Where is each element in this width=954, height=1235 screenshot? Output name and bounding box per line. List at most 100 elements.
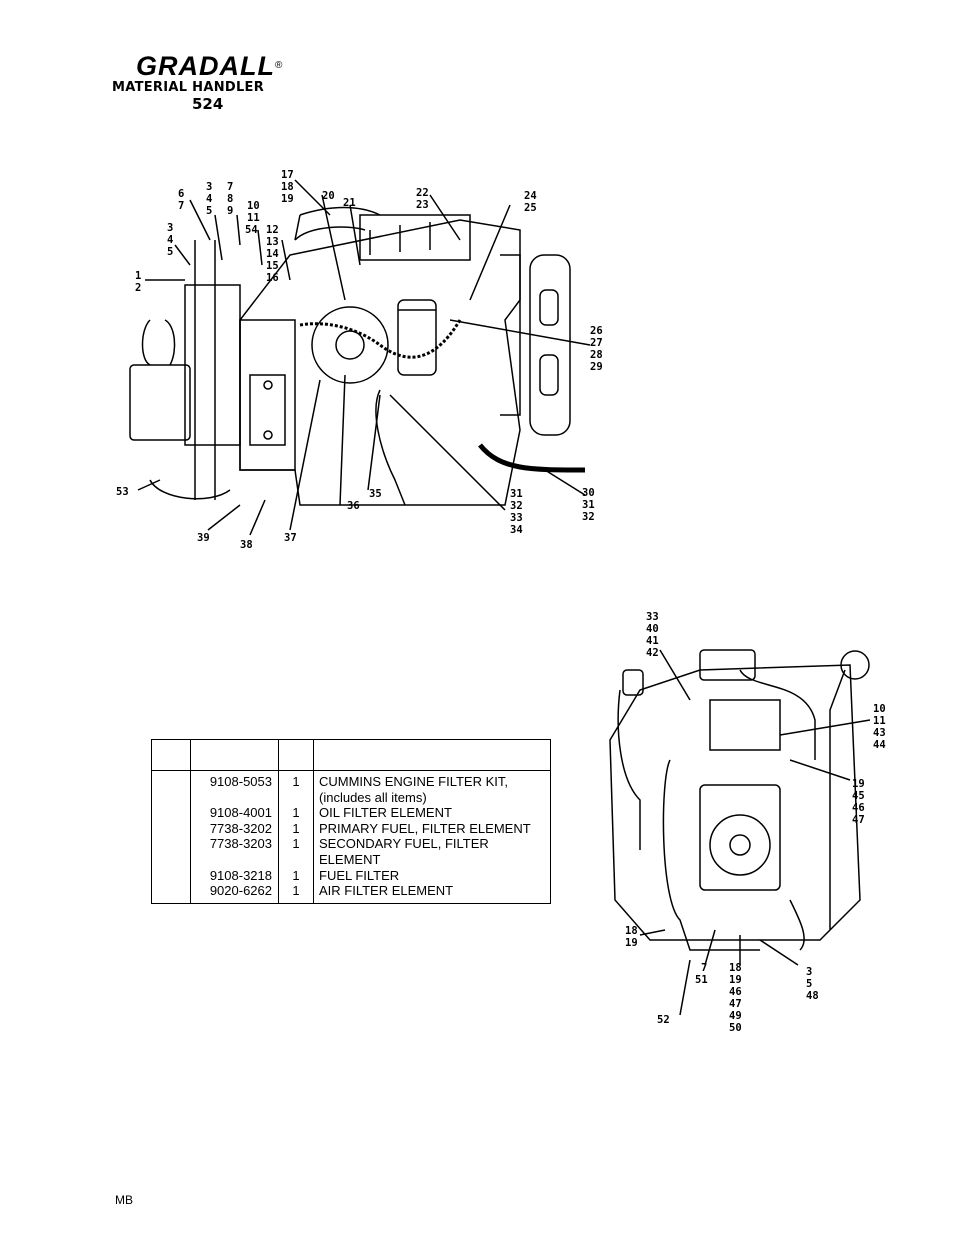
svg-text:44: 44 — [873, 739, 886, 751]
header-description — [313, 739, 551, 771]
svg-text:27: 27 — [590, 337, 603, 349]
description: SECONDARY FUEL, FILTER — [319, 836, 489, 852]
callout-10-11-54: 10 — [247, 200, 260, 212]
svg-text:5: 5 — [167, 246, 173, 258]
callout-19-45-46-47: 19 — [852, 778, 865, 790]
part-number — [191, 790, 272, 806]
svg-text:19: 19 — [281, 193, 294, 205]
callout-26-29: 26 — [590, 325, 603, 337]
part-number — [191, 852, 272, 868]
description: ELEMENT — [319, 851, 381, 867]
svg-text:7: 7 — [178, 200, 184, 212]
svg-text:11: 11 — [873, 715, 886, 727]
callout-21: 21 — [343, 197, 356, 209]
svg-text:33: 33 — [510, 512, 523, 524]
svg-text:2: 2 — [135, 282, 141, 294]
svg-text:14: 14 — [266, 248, 279, 260]
callout-3-4-5: 3 — [206, 181, 212, 193]
footer-code: MB — [115, 1193, 133, 1207]
callout-3-5-48: 3 — [806, 966, 812, 978]
svg-text:40: 40 — [646, 623, 659, 635]
svg-text:32: 32 — [510, 500, 523, 512]
svg-text:32: 32 — [582, 511, 595, 523]
quantity: 1 — [292, 805, 300, 821]
svg-text:29: 29 — [590, 361, 603, 373]
quantity: 1 — [292, 820, 300, 836]
svg-text:46: 46 — [852, 802, 865, 814]
model-number: 524 — [192, 95, 224, 113]
brand-name: GRADALL® — [136, 51, 284, 81]
svg-text:49: 49 — [729, 1010, 742, 1022]
svg-text:19: 19 — [625, 937, 638, 949]
callout-36: 36 — [347, 500, 360, 512]
svg-text:11: 11 — [247, 212, 260, 224]
svg-text:19: 19 — [729, 974, 742, 986]
svg-text:15: 15 — [266, 260, 279, 272]
part-number: 9108-4001 — [209, 805, 272, 821]
svg-text:25: 25 — [524, 202, 537, 214]
callout-7-51: 7 — [701, 962, 707, 974]
callout-33-40-41-42: 33 — [646, 611, 659, 623]
svg-text:42: 42 — [646, 647, 659, 659]
callout-39: 39 — [197, 532, 210, 544]
svg-text:51: 51 — [695, 974, 708, 986]
quantity — [279, 790, 313, 806]
svg-text:43: 43 — [873, 727, 886, 739]
description: CUMMINS ENGINE FILTER KIT, — [319, 774, 508, 789]
callout-53: 53 — [116, 486, 129, 498]
svg-text:54: 54 — [245, 224, 258, 236]
svg-text:23: 23 — [416, 199, 429, 211]
svg-text:34: 34 — [510, 524, 523, 536]
quantity: 1 — [292, 836, 300, 852]
svg-text:5: 5 — [206, 205, 212, 217]
description: (includes all items) — [319, 789, 427, 805]
callout-18-19: 18 — [625, 925, 638, 937]
callout-3-4-5-lower: 3 — [167, 222, 173, 234]
callout-20: 20 — [322, 190, 335, 202]
svg-text:16: 16 — [266, 272, 279, 284]
callout-12-16: 12 — [266, 224, 279, 236]
part-number: 7738-3203 — [209, 836, 272, 852]
header-qty — [278, 739, 314, 771]
part-number: 9108-3218 — [209, 867, 272, 883]
callout-52: 52 — [657, 1014, 670, 1026]
svg-text:28: 28 — [590, 349, 603, 361]
svg-text:4: 4 — [167, 234, 173, 246]
part-number: 9108-5053 — [209, 774, 272, 789]
callout-18-50: 18 — [729, 962, 742, 974]
part-number: 7738-3202 — [209, 820, 272, 836]
table-row: 9108-5053 9108-4001 7738-3202 7738-3203 … — [151, 770, 551, 904]
product-line: MATERIAL HANDLER — [112, 80, 265, 95]
callout-7-8-9: 7 — [227, 181, 233, 193]
part-number: 9020-6262 — [209, 883, 272, 899]
callout-6-7: 6 — [178, 188, 184, 200]
callout-37: 37 — [284, 532, 297, 544]
callout-35: 35 — [369, 488, 382, 500]
svg-text:47: 47 — [852, 814, 865, 826]
callout-1-2: 1 — [135, 270, 141, 282]
svg-text:9: 9 — [227, 205, 233, 217]
svg-text:4: 4 — [206, 193, 212, 205]
svg-text:48: 48 — [806, 990, 819, 1002]
table-header-row — [151, 739, 551, 771]
description: AIR FILTER ELEMENT — [319, 883, 454, 899]
callout-17-18-19: 17 — [281, 169, 294, 181]
svg-text:8: 8 — [227, 193, 233, 205]
svg-text:31: 31 — [582, 499, 595, 511]
svg-text:45: 45 — [852, 790, 865, 802]
quantity — [279, 852, 313, 868]
description: FUEL FILTER — [319, 867, 400, 883]
callout-38: 38 — [240, 539, 253, 551]
header-item — [151, 739, 191, 771]
callout-22-23: 22 — [416, 187, 429, 199]
quantity: 1 — [292, 867, 300, 883]
description: PRIMARY FUEL, FILTER ELEMENT — [319, 820, 531, 836]
description: OIL FILTER ELEMENT — [319, 805, 452, 821]
header-part-number — [190, 739, 279, 771]
callout-10-11-43-44: 10 — [873, 703, 886, 715]
svg-text:5: 5 — [806, 978, 812, 990]
quantity: 1 — [292, 774, 300, 789]
callout-30-32: 30 — [582, 487, 595, 499]
svg-text:47: 47 — [729, 998, 742, 1010]
